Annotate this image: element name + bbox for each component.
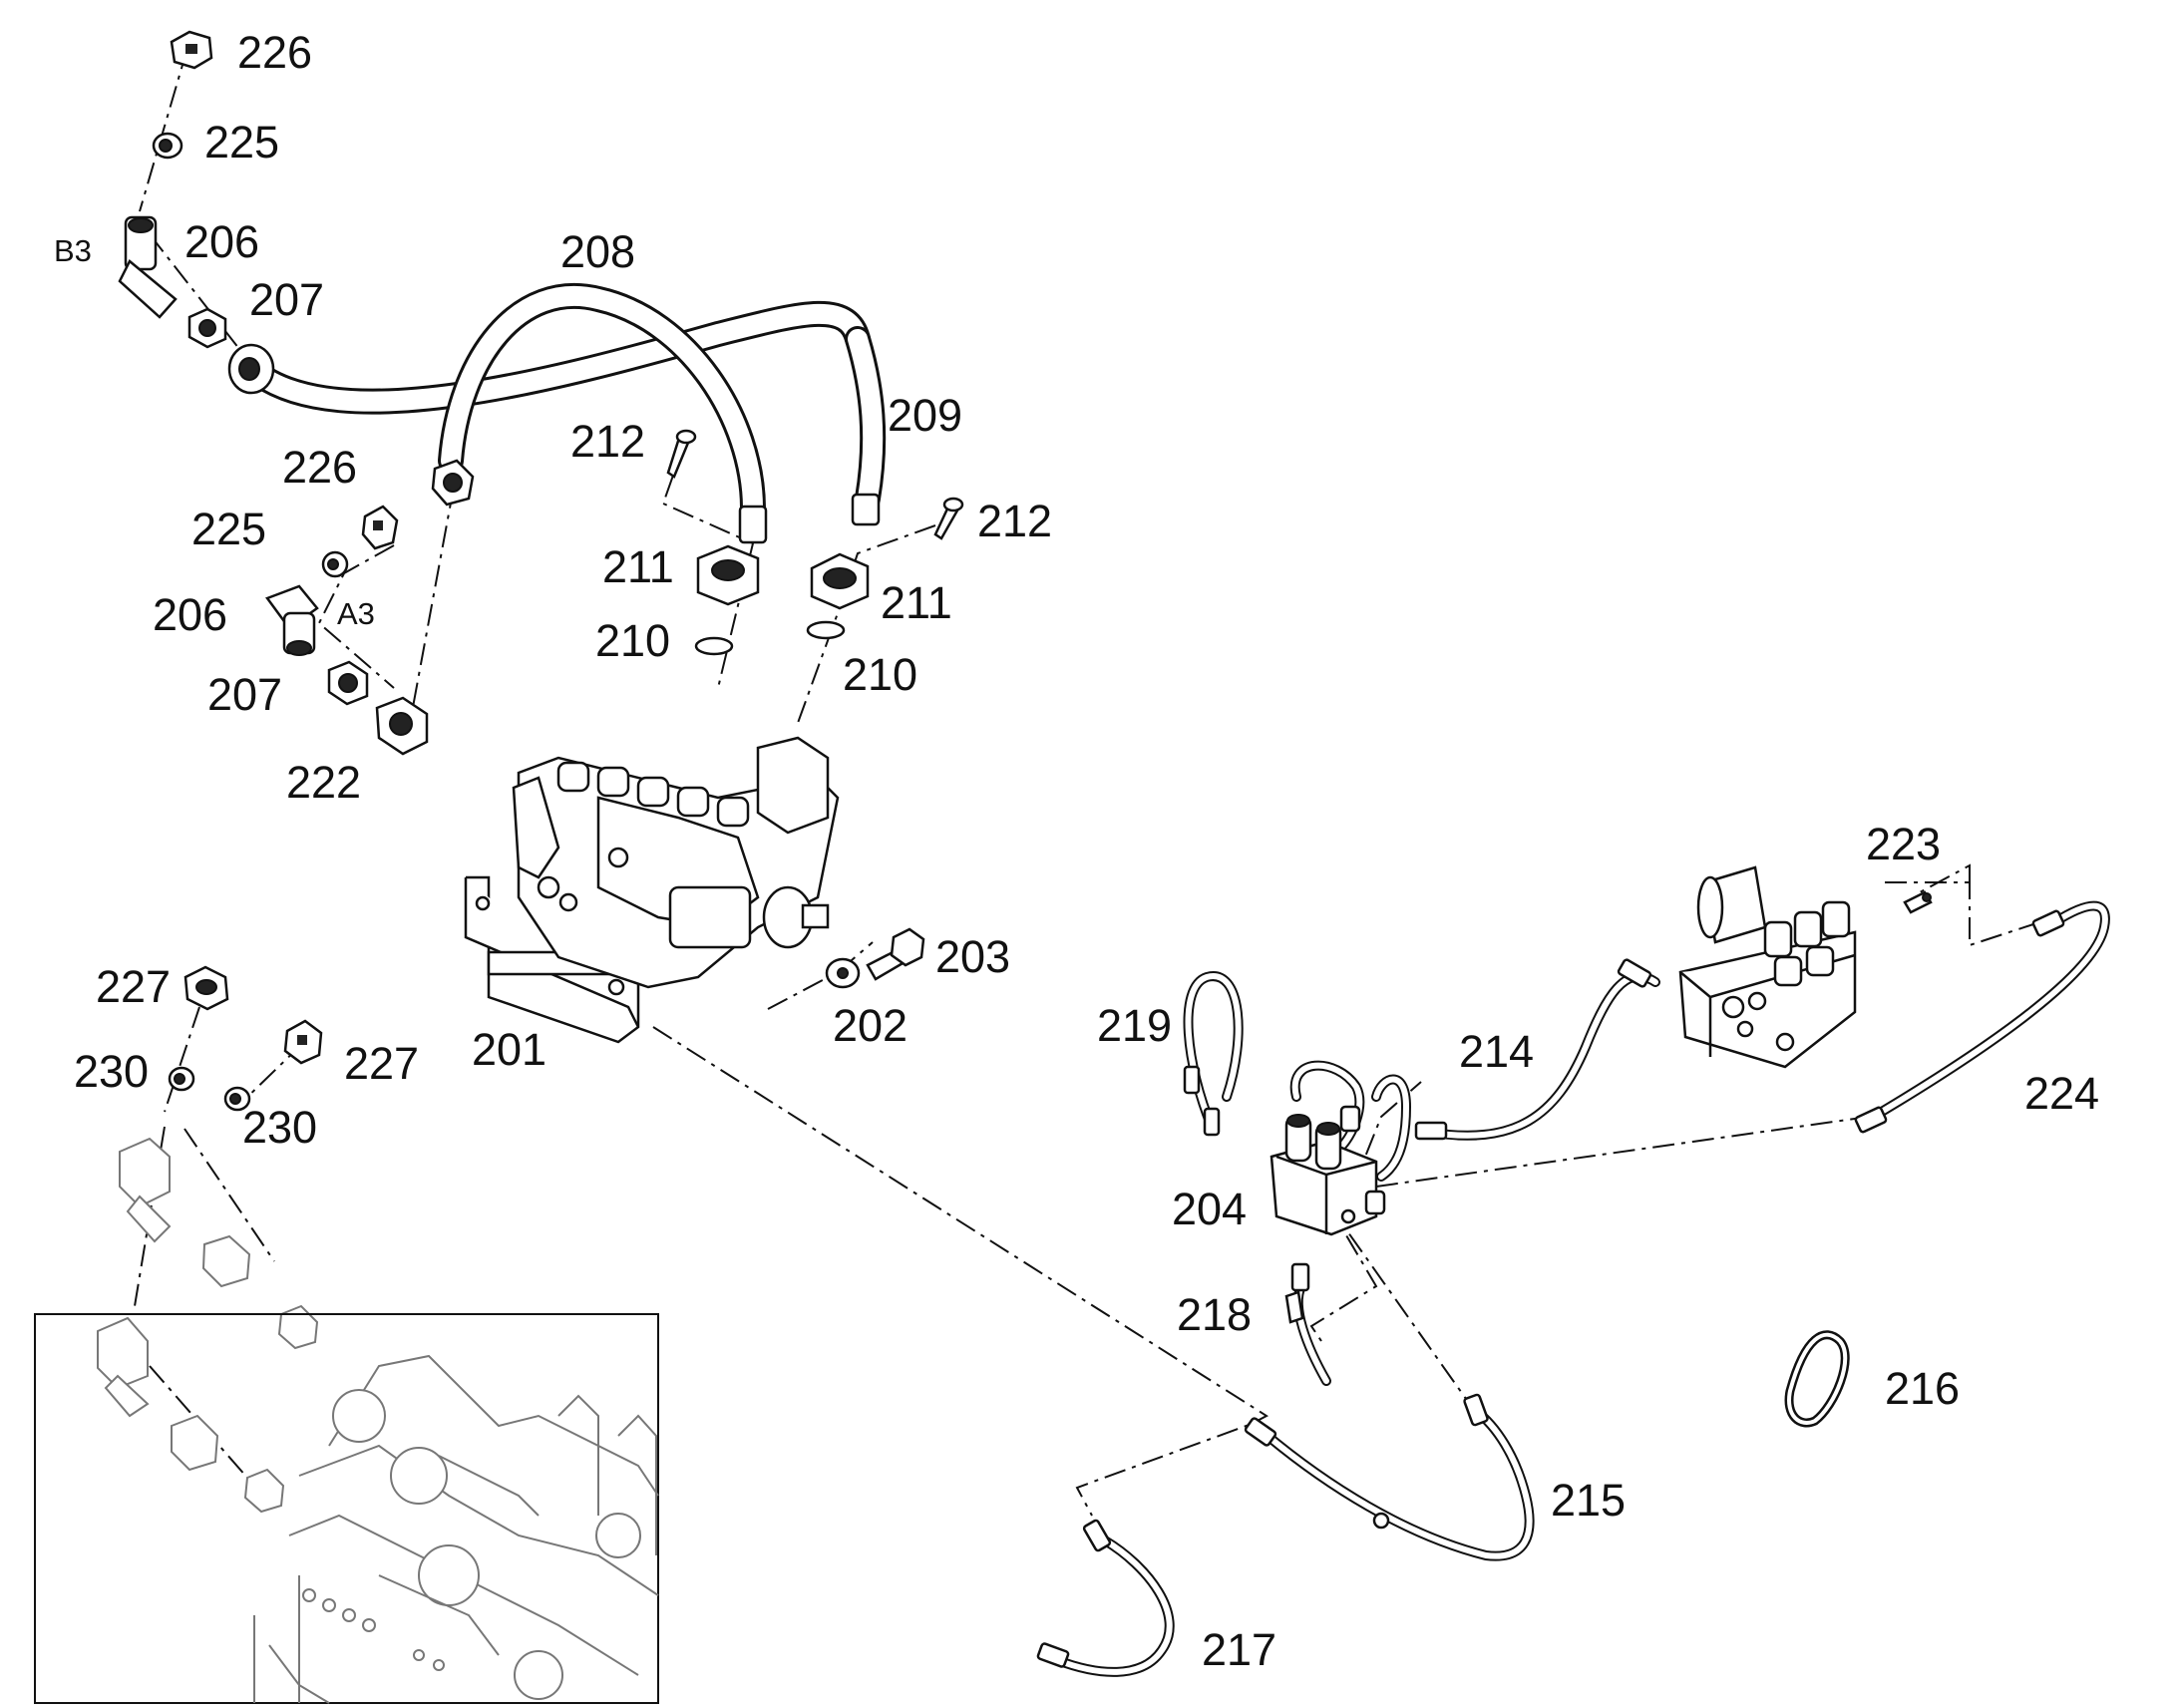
ring-230-right [223, 1086, 251, 1112]
label-227-left: 227 [96, 961, 171, 1012]
valve-block-201 [464, 736, 840, 1044]
label-217: 217 [1202, 1624, 1276, 1675]
valve-manifold [1678, 865, 1857, 1069]
hose-214 [1414, 958, 1660, 1141]
label-227-right: 227 [344, 1038, 419, 1089]
label-211-left: 211 [602, 541, 674, 592]
o-ring-210-right [806, 620, 846, 640]
nut-207-upper [187, 307, 227, 349]
nut-226-upper [170, 30, 213, 70]
hose-224 [1854, 900, 2110, 1134]
nut-226-middle [361, 505, 399, 550]
label-207-upper: 207 [249, 274, 324, 325]
label-203: 203 [935, 931, 1010, 982]
label-218: 218 [1177, 1289, 1252, 1340]
label-226-middle: 226 [282, 442, 357, 493]
nut-207-middle [327, 660, 369, 706]
assembly-lines [134, 47, 2040, 1517]
hose-219 [1183, 971, 1244, 1137]
label-230-right: 230 [242, 1102, 317, 1153]
label-214: 214 [1459, 1026, 1534, 1077]
hose-215 [1244, 1393, 1535, 1561]
label-207-middle: 207 [207, 669, 282, 720]
label-216: 216 [1885, 1363, 1960, 1414]
label-219: 219 [1097, 1000, 1172, 1051]
hose-end-209-right [851, 493, 881, 526]
hose-217 [1036, 1519, 1175, 1677]
label-230-left: 230 [74, 1046, 149, 1097]
hose-end-208-lower [431, 459, 475, 507]
nut-211-left [696, 544, 760, 606]
nut-227-left [183, 965, 229, 1011]
hose-209 [845, 326, 887, 512]
label-212-right: 212 [977, 496, 1052, 546]
screw-212-right [933, 497, 964, 540]
ring-230-left [168, 1066, 195, 1092]
label-206-middle: 206 [153, 589, 227, 640]
ghost-elbow-upper [119, 1137, 172, 1243]
label-208: 208 [560, 226, 635, 277]
label-226-upper: 226 [237, 27, 312, 78]
label-B3: B3 [54, 233, 92, 268]
label-224: 224 [2024, 1068, 2099, 1119]
label-A3: A3 [337, 596, 375, 631]
label-223: 223 [1866, 819, 1941, 869]
ring-225-middle [321, 550, 349, 578]
hose-218 [1284, 1262, 1331, 1386]
label-225-upper: 225 [204, 117, 279, 168]
label-225-middle: 225 [191, 504, 266, 554]
hose-208 [241, 282, 871, 521]
ring-225-upper [152, 132, 183, 160]
label-209: 209 [888, 390, 962, 441]
elbow-fitting-206-middle [265, 584, 319, 656]
label-202: 202 [833, 1000, 908, 1051]
label-211-right: 211 [881, 577, 952, 628]
seal-216 [1784, 1330, 1850, 1428]
elbow-fitting-206-upper [118, 215, 178, 319]
label-222: 222 [286, 757, 361, 808]
label-206-upper: 206 [184, 216, 259, 267]
label-215: 215 [1551, 1475, 1626, 1526]
part-labels: 226 225 B3 206 207 208 209 212 212 226 2… [54, 27, 2099, 1675]
frame-inset [34, 1313, 659, 1704]
label-204: 204 [1172, 1184, 1247, 1234]
hose-end-209-left [738, 505, 768, 544]
valve-204 [1270, 1060, 1412, 1236]
fitting-222 [375, 696, 429, 756]
nut-227-right [283, 1019, 323, 1065]
label-212-left: 212 [570, 416, 645, 467]
label-210-right: 210 [843, 649, 917, 700]
hose-end-upper [227, 343, 275, 395]
washer-202 [825, 957, 861, 989]
o-ring-210-left [694, 636, 734, 656]
ghost-fitting-upper [201, 1234, 319, 1350]
bolt-203 [866, 927, 925, 981]
label-201: 201 [472, 1024, 546, 1075]
screw-212-left [666, 429, 697, 479]
label-210-left: 210 [595, 615, 670, 666]
fitting-223 [1903, 890, 1933, 914]
nut-211-right [810, 552, 870, 610]
